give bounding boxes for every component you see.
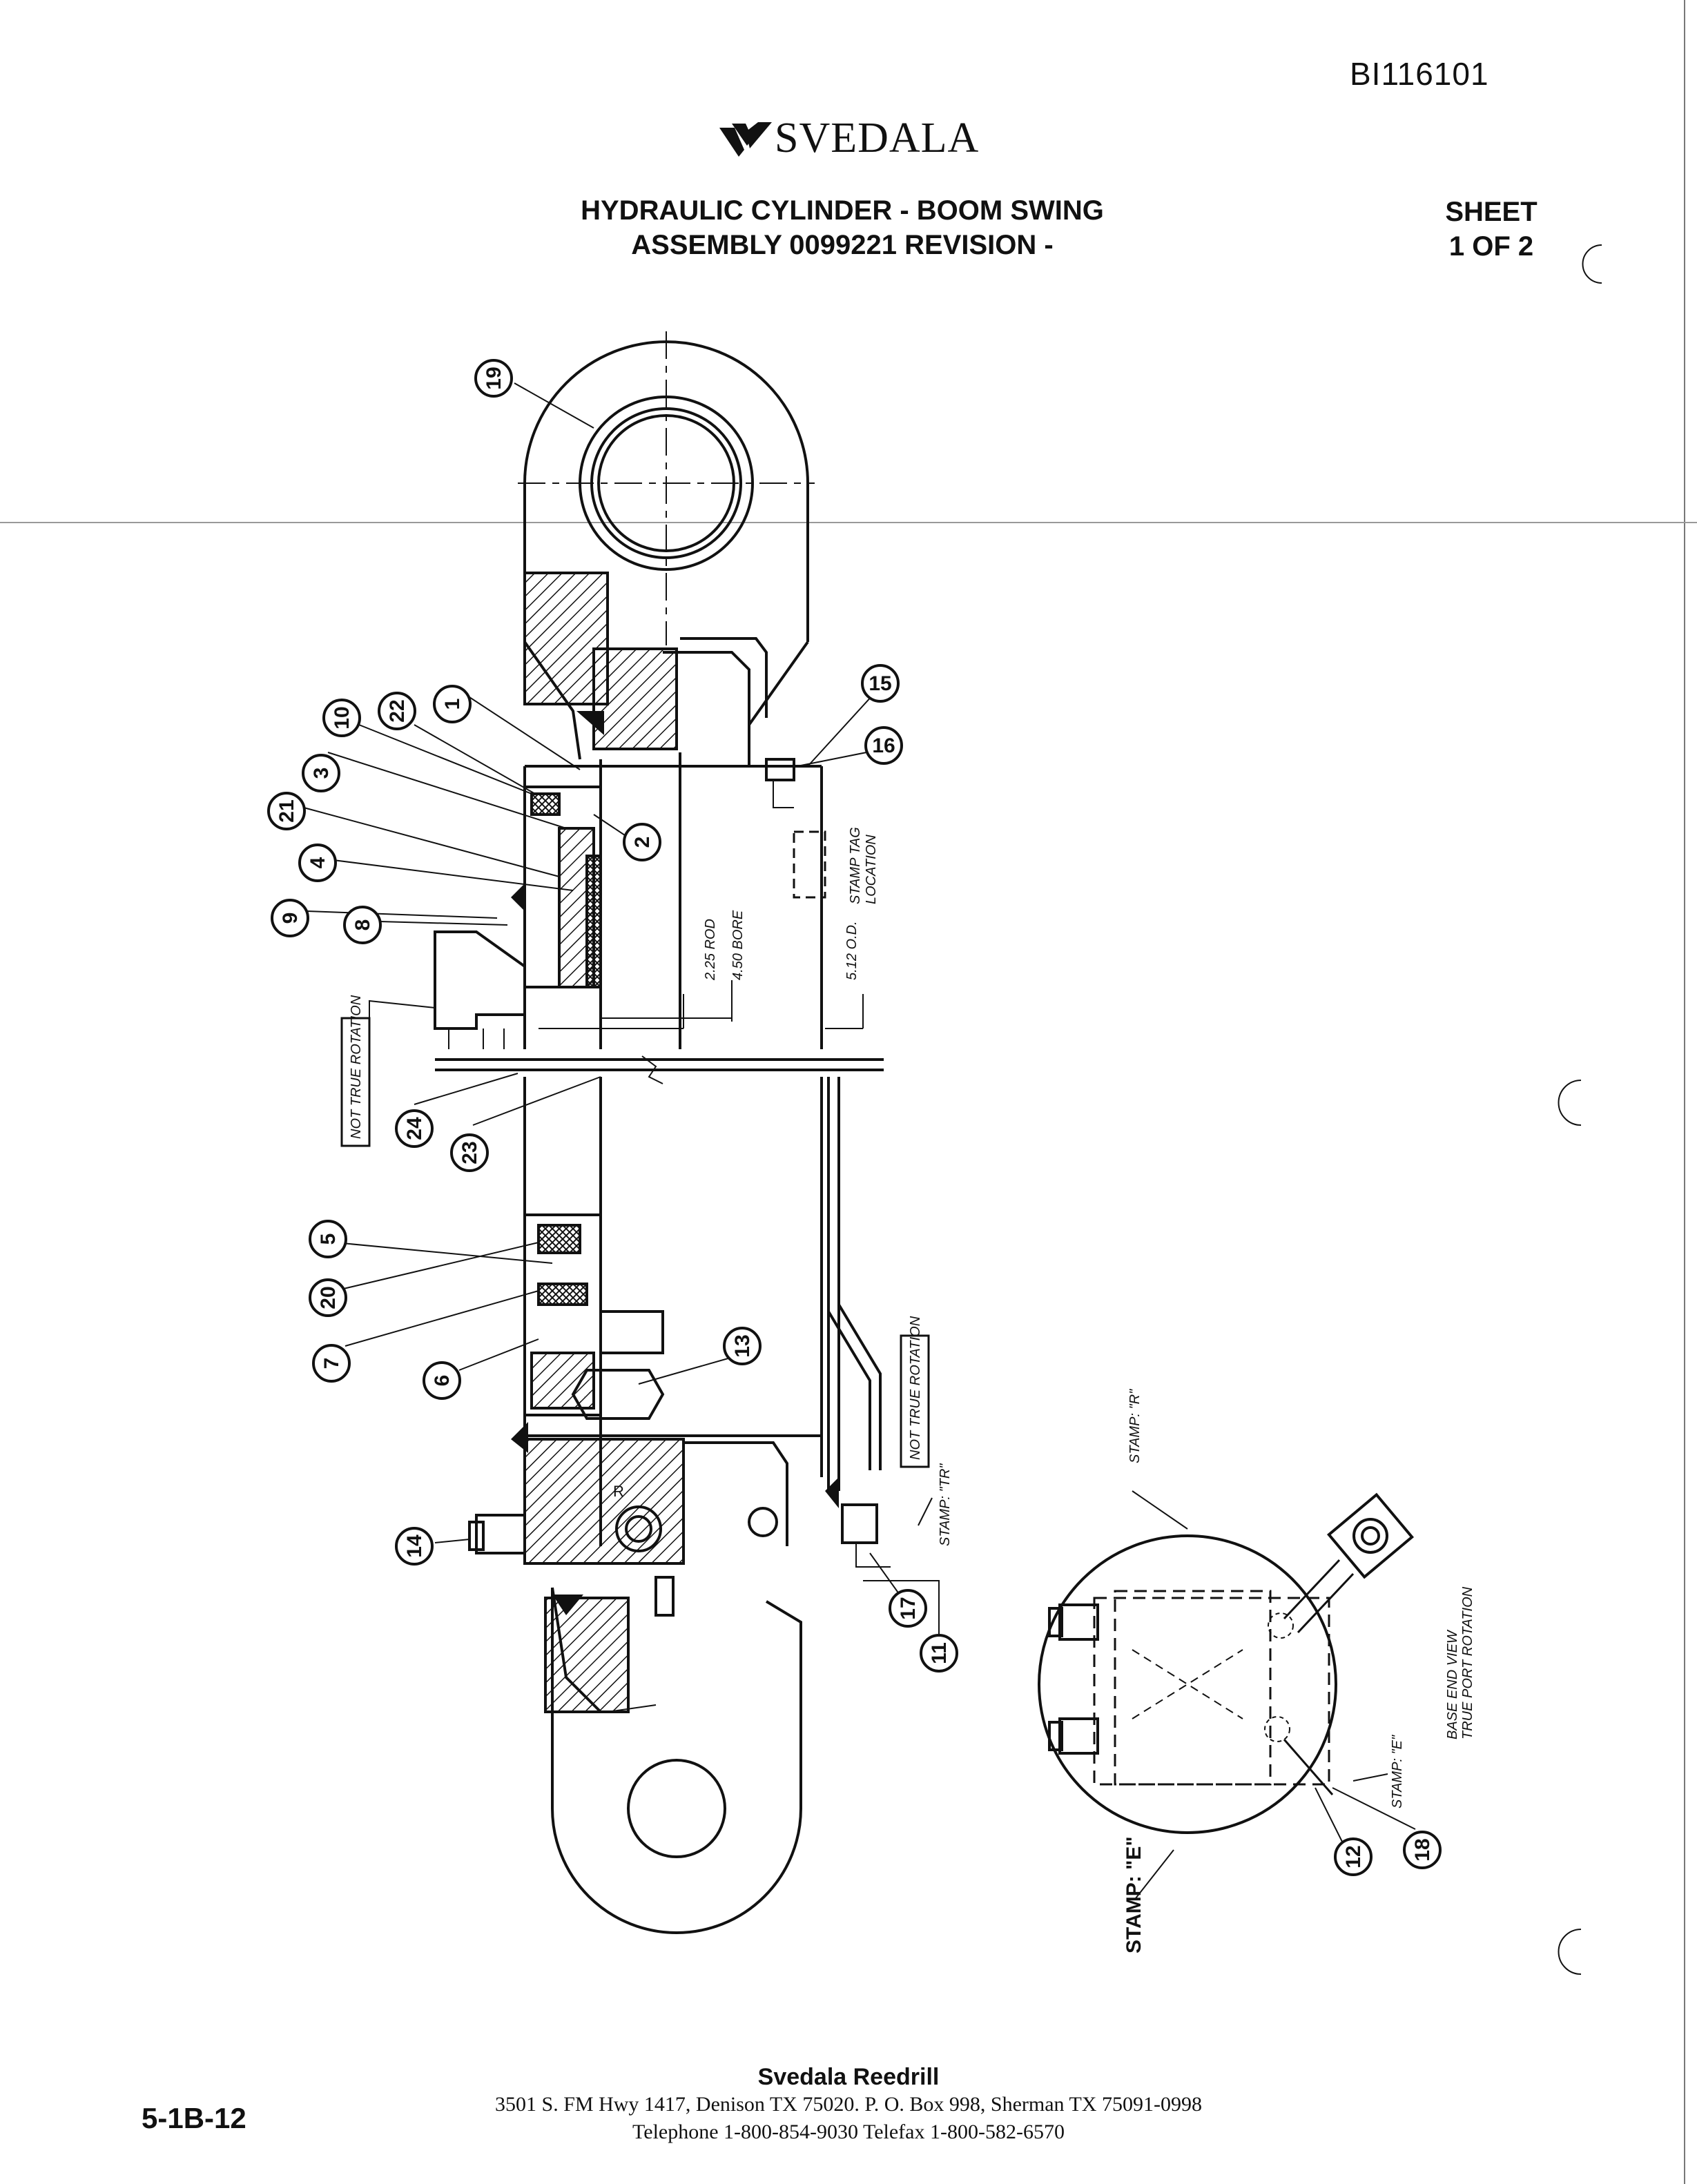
title-line-2: ASSEMBLY 0099221 REVISION -: [631, 230, 1054, 260]
balloon-7: 7: [312, 1344, 351, 1383]
balloon-label-18: 18: [1411, 1838, 1434, 1861]
balloon-label-20: 20: [317, 1286, 340, 1309]
footer-telephone: Telephone 1-800-854-9030 Telefax 1-800-5…: [632, 2120, 1065, 2143]
balloon-label-22: 22: [386, 699, 409, 722]
stamp-tag-location-label: LOCATION: [864, 835, 879, 904]
balloon-label-13: 13: [731, 1334, 754, 1357]
balloon-label-9: 9: [279, 913, 302, 924]
balloon-3: 3: [302, 754, 340, 792]
balloon-2: 2: [623, 823, 661, 861]
balloon-21: 21: [267, 792, 306, 830]
balloon-18: 18: [1403, 1831, 1442, 1869]
not-true-rotation-label-lower: NOT TRUE ROTATION: [908, 1316, 923, 1460]
sheet-label: SHEET: [1445, 197, 1538, 227]
balloon-label-19: 19: [483, 367, 505, 389]
balloon-16: 16: [864, 726, 903, 765]
balloon-23: 23: [450, 1133, 489, 1172]
balloon-11: 11: [920, 1634, 958, 1673]
balloon-label-10: 10: [331, 706, 353, 729]
balloon-15: 15: [861, 664, 900, 703]
stamp-r-label: STAMP: "R": [1127, 1389, 1143, 1463]
balloon-20: 20: [309, 1278, 347, 1317]
stamp-e-large-label: STAMP: "E": [1123, 1836, 1145, 1953]
balloon-14: 14: [395, 1527, 434, 1566]
balloon-24: 24: [395, 1109, 434, 1148]
bore-dimension-label: 4.50 BORE: [730, 910, 746, 980]
not-true-rotation-label-upper: NOT TRUE ROTATION: [349, 995, 364, 1139]
stamp-e-small-label: STAMP: "E": [1390, 1735, 1405, 1808]
balloon-label-8: 8: [351, 919, 374, 931]
brand-name: SVEDALA: [775, 115, 980, 162]
balloon-label-16: 16: [872, 734, 895, 757]
item-balloons: 19 15 16 1 22 10 3 2 21 4 9 8 24 23 5 20 7 6 13 14 17 11 12 18: [267, 359, 1442, 1876]
balloon-5: 5: [309, 1220, 347, 1258]
balloon-label-14: 14: [403, 1534, 426, 1558]
balloon-label-21: 21: [275, 799, 298, 822]
balloon-19: 19: [474, 359, 513, 398]
balloon-label-12: 12: [1342, 1845, 1365, 1868]
balloon-10: 10: [322, 699, 361, 737]
stamp-tr-label: STAMP: "TR": [938, 1463, 953, 1546]
balloon-label-24: 24: [403, 1117, 426, 1140]
title-line-1: HYDRAULIC CYLINDER - BOOM SWING: [581, 195, 1104, 226]
balloon-12: 12: [1334, 1837, 1373, 1876]
true-port-rotation-label: TRUE PORT ROTATION: [1460, 1586, 1475, 1739]
balloon-8: 8: [343, 906, 382, 944]
page-number: 5-1B-12: [142, 2102, 246, 2134]
stamp-tag-label: STAMP TAG: [848, 827, 863, 904]
balloon-9: 9: [271, 899, 309, 937]
balloon-label-5: 5: [317, 1234, 340, 1245]
balloon-4: 4: [298, 844, 337, 882]
balloon-label-4: 4: [307, 857, 329, 868]
balloon-1: 1: [433, 685, 472, 723]
balloon-label-6: 6: [431, 1375, 454, 1387]
balloon-label-2: 2: [631, 837, 654, 848]
balloon-6: 6: [423, 1361, 461, 1400]
balloon-label-1: 1: [441, 699, 464, 710]
sheet-count: 1 OF 2: [1448, 231, 1534, 262]
balloon-label-11: 11: [928, 1642, 951, 1664]
balloon-17: 17: [889, 1589, 927, 1628]
svedala-logo-icon: [719, 122, 772, 157]
rod-dimension-label: 2.25 ROD: [703, 919, 718, 981]
balloon-13: 13: [723, 1327, 762, 1365]
footer-address: 3501 S. FM Hwy 1417, Denison TX 75020. P…: [495, 2093, 1202, 2116]
balloon-label-3: 3: [310, 768, 333, 779]
document-id: BI116101: [1350, 56, 1489, 92]
base-end-view-label: BASE END VIEW: [1445, 1629, 1460, 1739]
footer-company: Svedala Reedrill: [757, 2064, 940, 2090]
od-dimension-label: 5.12 O.D.: [844, 921, 860, 980]
balloon-label-15: 15: [869, 672, 891, 695]
svedala-logo: SVEDALA: [718, 114, 978, 162]
balloon-label-7: 7: [320, 1358, 343, 1369]
port-r-label: R: [613, 1483, 624, 1500]
balloon-label-23: 23: [458, 1141, 481, 1164]
sheet-indicator: SHEET 1 OF 2: [1436, 195, 1546, 264]
balloon-22: 22: [378, 692, 416, 730]
balloon-label-17: 17: [897, 1597, 920, 1619]
